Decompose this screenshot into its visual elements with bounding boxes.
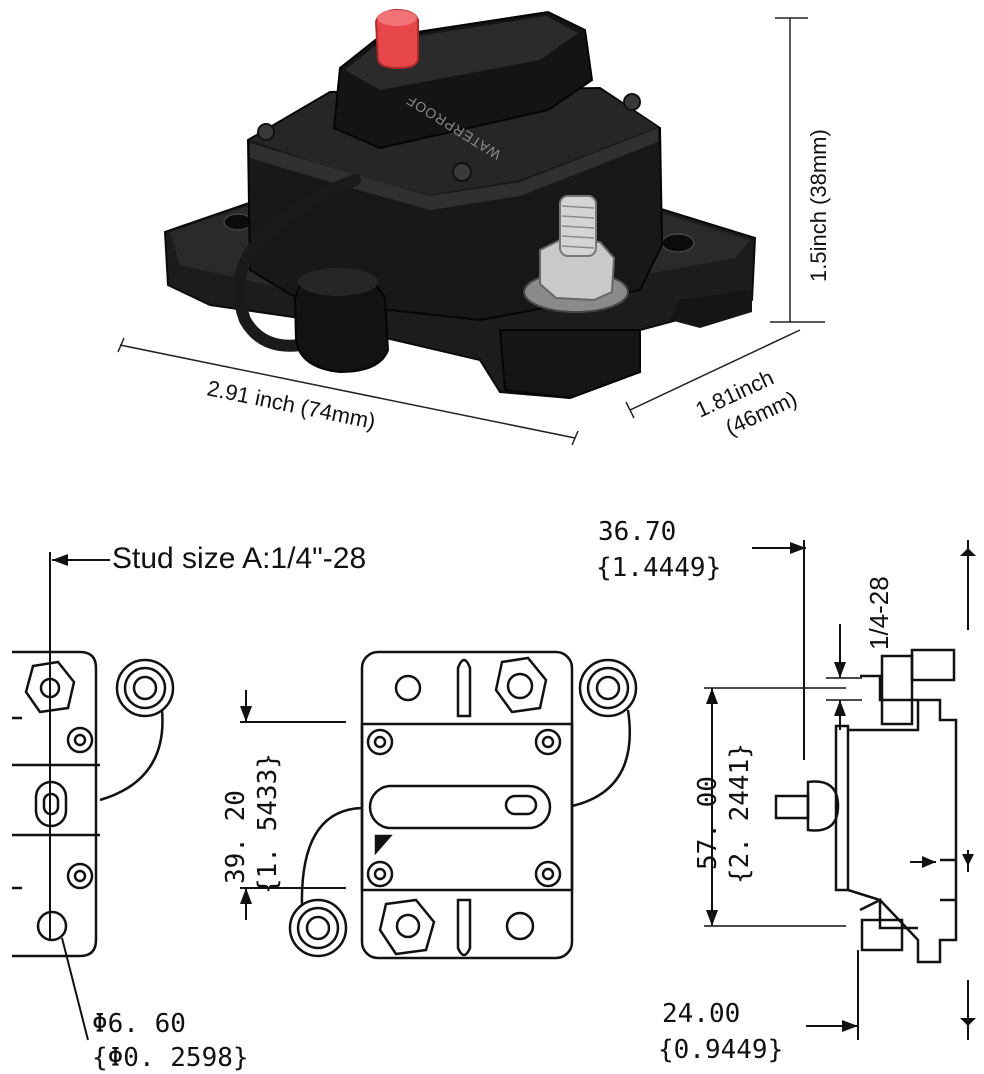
hole-spacing-mm: 39. 20	[221, 790, 251, 884]
technical-drawing	[12, 540, 976, 1041]
overall-height-in: {1.4449}	[596, 553, 721, 583]
width-label: 2.91 inch (74mm)	[205, 375, 378, 434]
depth-dim-line	[629, 329, 801, 411]
length-in: {2. 2441}	[725, 743, 755, 884]
photo-dimensions	[117, 17, 825, 446]
dust-cap-top	[298, 268, 378, 296]
stud-thread	[559, 195, 597, 257]
front-foot	[498, 329, 641, 400]
hole-dia-mm: Φ6. 60	[92, 1009, 186, 1039]
screw	[623, 93, 641, 111]
screw	[452, 162, 472, 182]
side-foot	[670, 290, 752, 328]
left-view	[12, 552, 175, 1041]
red-reset-top	[377, 10, 417, 26]
mount-hole	[223, 213, 253, 231]
width-dim-line	[119, 344, 576, 439]
product-photo: WATERPROOF	[163, 8, 757, 400]
stud-size-label: Stud size A:1/4"-28	[112, 542, 366, 575]
hole-dia-in: {Φ0. 2598}	[92, 1043, 249, 1073]
right-view	[774, 648, 958, 964]
hole-spacing-in: {1. 5433}	[253, 753, 283, 894]
thread-label: 1/4-28	[864, 576, 894, 650]
lid-rim	[250, 128, 658, 210]
overall-height-mm: 36.70	[598, 517, 676, 547]
screw	[257, 123, 275, 141]
middle-view	[288, 650, 638, 960]
mount-hole	[661, 233, 695, 253]
height-label: 1.5inch (38mm)	[806, 129, 831, 282]
base-depth-mm: 24.00	[662, 999, 740, 1029]
length-mm: 57. 00	[693, 776, 723, 870]
cap-strap	[233, 174, 361, 352]
base-depth-in: {0.9449}	[658, 1035, 783, 1065]
reset-cover-top	[345, 16, 578, 90]
